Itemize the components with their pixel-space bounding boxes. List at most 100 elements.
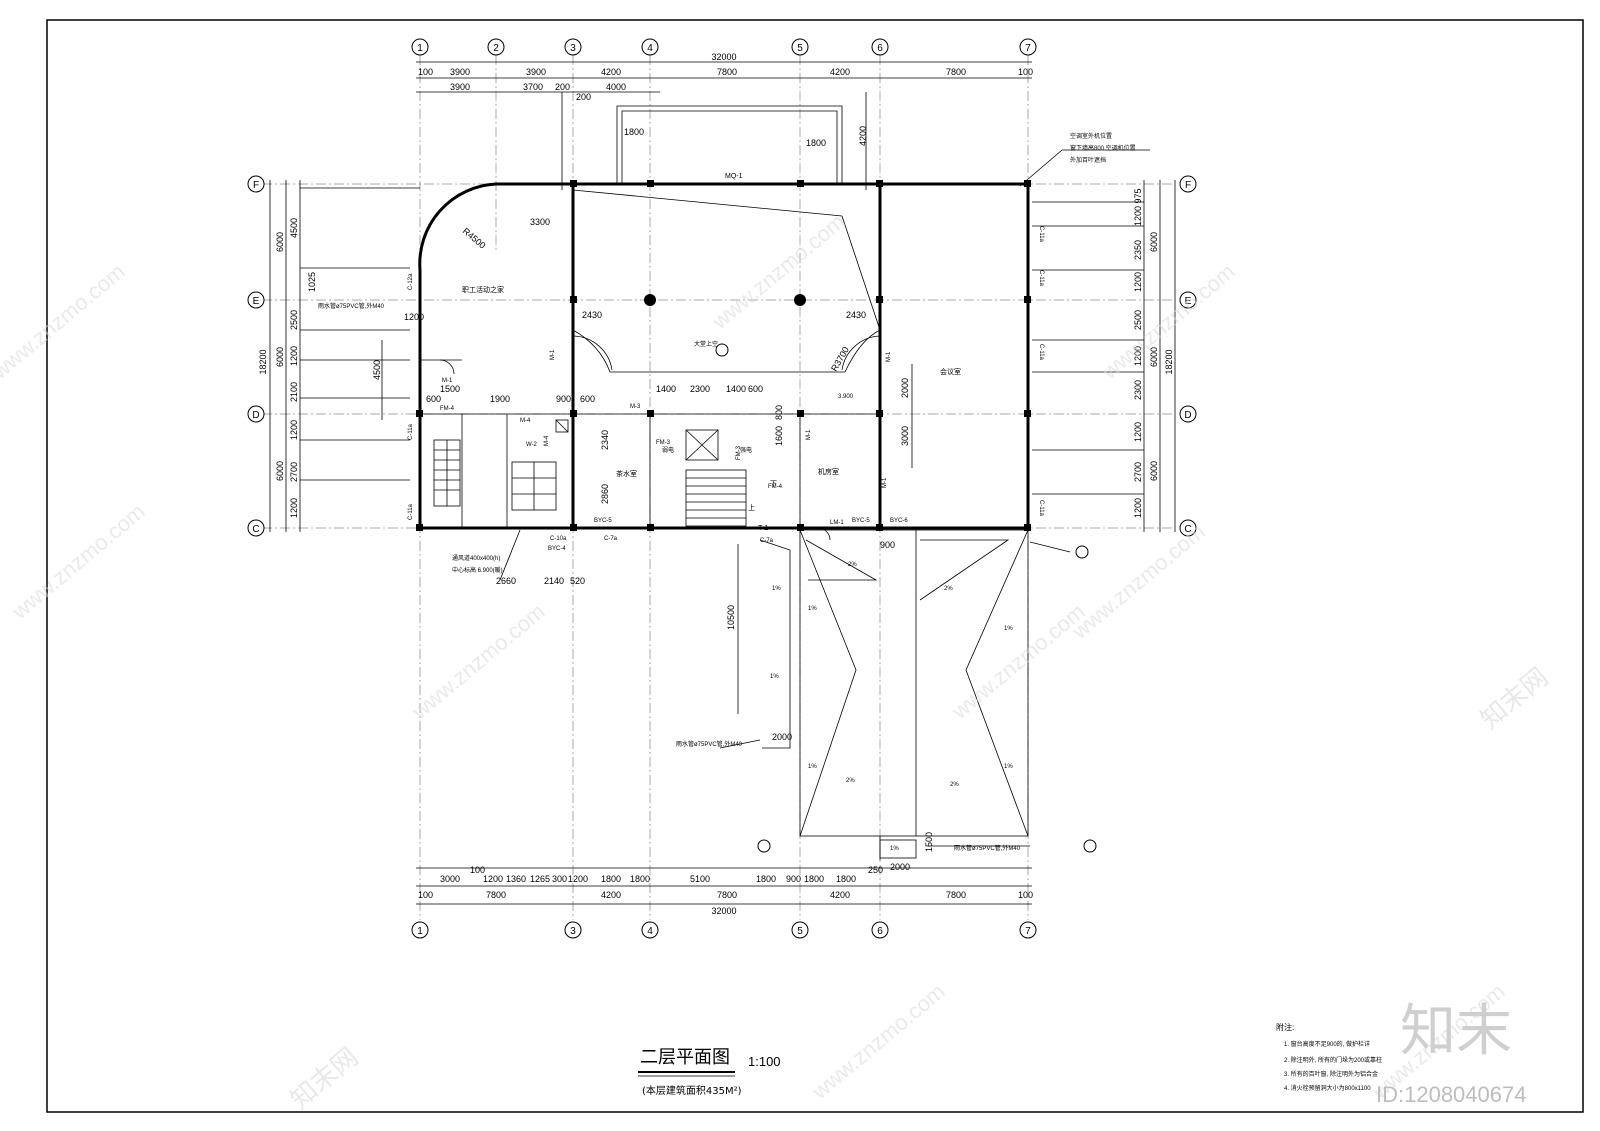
ac-note: 外加百叶遮挡: [1070, 156, 1106, 164]
door-tag: M-1: [882, 477, 888, 488]
watermark-site: www.znzmo.com: [806, 979, 949, 1105]
dim: 200: [555, 82, 570, 92]
door-tag: M-1: [886, 351, 892, 362]
axis-label: F: [1185, 180, 1191, 191]
dim: 5100: [690, 874, 710, 884]
window-tag: C-7a: [604, 536, 618, 542]
axis-label: C: [252, 524, 259, 535]
dim: 1800: [836, 874, 856, 884]
dim: 2700: [1133, 462, 1143, 482]
top-axis-bubbles: 1 2 3 4 5 6 7: [411, 38, 1037, 56]
dim: 3900: [450, 67, 470, 77]
dim: 1200: [1133, 422, 1143, 442]
dim: 3900: [450, 82, 470, 92]
dim: 6000: [1149, 232, 1159, 252]
door-tag: M-1: [550, 349, 556, 360]
dim: 2430: [846, 310, 866, 320]
dim: 1360: [506, 874, 526, 884]
dim: 10500: [726, 605, 736, 630]
inner-dimension-texts: 1800 1800 4200 3300 2430 2430 1400 2300 …: [372, 126, 934, 872]
dim: 800: [774, 405, 784, 420]
door-tag: FM-3: [736, 445, 742, 460]
watermarks: www.znzmo.com www.znzmo.com www.znzmo.co…: [0, 209, 1554, 1116]
dim: 1500: [924, 832, 934, 852]
slope-mark: 2%: [848, 562, 857, 568]
note-item: 1. 窗台高度不足900的, 做护栏详: [1284, 1040, 1370, 1048]
window-tag: C-7a: [760, 538, 774, 544]
dim: 7800: [946, 67, 966, 77]
dim: 600: [580, 394, 595, 404]
axis-label: D: [252, 410, 259, 421]
dim: 1200: [289, 420, 299, 440]
south-wing: [759, 529, 1029, 860]
dim-total: 32000: [711, 906, 736, 916]
note-item: 3. 所有的百叶窗, 除注明外为铝合金: [1284, 1070, 1378, 1078]
dim: 1200: [289, 346, 299, 366]
axis-label: E: [253, 296, 260, 307]
drawing-scale: 1:100: [748, 1054, 781, 1069]
door-tag: M-1: [442, 378, 453, 384]
ac-note: 空调室外机位置: [1070, 132, 1112, 140]
window-tag: C-11a: [1038, 344, 1044, 361]
dim: 1200: [404, 312, 424, 322]
axis-label: D: [1184, 410, 1191, 421]
dim: 250: [868, 865, 883, 875]
slope-mark: 1%: [772, 586, 781, 592]
window-tags: C-11a C-11a C-11a C-11a C-11a C-11a C-12…: [408, 226, 1044, 552]
left-axis-bubbles: F E D C: [247, 175, 265, 537]
slope-mark: 2%: [950, 782, 959, 788]
dim: 1800: [806, 138, 826, 148]
vent-note: 通风道400x400(h): [452, 554, 500, 562]
dim: 1200: [289, 498, 299, 518]
dim: 2660: [496, 576, 516, 586]
slope-mark: 1%: [808, 764, 817, 770]
dim: 2340: [600, 430, 610, 450]
bottom-dimensions: 3000 100 1200 1360 1265 300 1200 1800 18…: [416, 865, 1033, 916]
dim: 3000: [900, 426, 910, 446]
door-tag: W-2: [526, 442, 538, 448]
door-tag: M-1: [806, 429, 812, 440]
door-tag: FM-4: [440, 406, 455, 412]
stairs-left: [433, 439, 461, 507]
dim: 2140: [544, 576, 564, 586]
dim: 1400: [726, 384, 746, 394]
dim: 6000: [1149, 347, 1159, 367]
room-meeting: 会议室: [940, 367, 961, 376]
axis-label: C: [1184, 524, 1191, 535]
window-tag: C-10a: [550, 536, 567, 542]
room-office: 机房室: [818, 467, 839, 476]
dim: 1200: [483, 874, 503, 884]
dim: 2500: [1133, 310, 1143, 330]
dim: 2300: [690, 384, 710, 394]
slope-mark: 1%: [1004, 626, 1013, 632]
window-tag: BYC-4: [548, 546, 566, 552]
dim-total: 18200: [258, 349, 268, 374]
dim: 4200: [601, 67, 621, 77]
dim: 4000: [606, 82, 626, 92]
slope-mark: 2%: [944, 586, 953, 592]
slope-mark: 1%: [808, 606, 817, 612]
axis-label: 7: [1025, 926, 1031, 937]
inner-dimension-lines: [381, 92, 913, 714]
slope-marks: 2% 2% 2% 2% 1% 1% 1% 1% 1% 1% 1%: [770, 562, 1013, 852]
watermark-site: www.znzmo.com: [1066, 519, 1209, 645]
dim: 900: [880, 540, 895, 550]
notes-heading: 附注:: [1276, 1022, 1294, 1032]
dim: 1200: [1133, 206, 1143, 226]
right-axis-bubbles: F E D C: [1179, 175, 1197, 537]
dim: 4200: [830, 67, 850, 77]
axis-label: 4: [647, 926, 653, 937]
dim: 2000: [890, 862, 910, 872]
dim: 6000: [275, 461, 285, 481]
dim: 7800: [717, 67, 737, 77]
watermark-brand: 知末网: [285, 1042, 364, 1115]
lift-label: T-1: [758, 525, 768, 532]
dim: 1800: [804, 874, 824, 884]
dim: 4200: [858, 126, 868, 146]
dim: 1500: [440, 384, 460, 394]
watermark-brand: 知末网: [1475, 662, 1554, 735]
stair-up: 上: [748, 503, 755, 512]
dim: 4200: [601, 890, 621, 900]
left-dimensions: 18200 6000 6000 6000 4500 1025 2500 1200…: [258, 180, 420, 532]
